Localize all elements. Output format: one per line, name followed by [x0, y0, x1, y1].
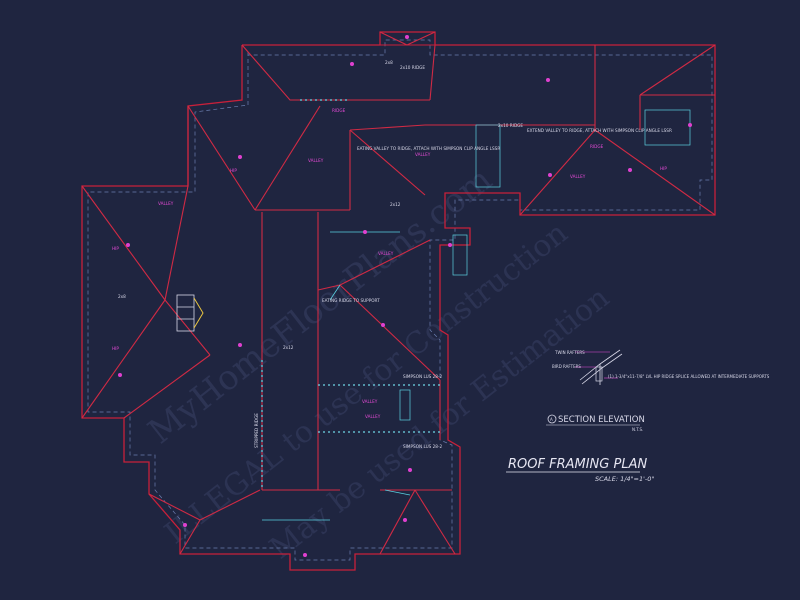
label-hip-4: HIP	[660, 166, 667, 171]
label-ridge-size-2: 2x10 RIDGE	[400, 65, 425, 70]
label-beam-1: 2x12	[283, 345, 294, 350]
label-valley-4: VALLEY	[362, 399, 378, 404]
plan-title: ROOF FRAMING PLAN	[508, 457, 647, 472]
section-scale: N.T.S.	[632, 427, 643, 432]
label-ridge-1: RIDGE	[332, 108, 346, 113]
label-valley-7: VALLEY	[158, 201, 174, 206]
section-note-1: TWIN RAFTERS	[554, 350, 585, 355]
label-ridge-2: RIDGE	[590, 144, 604, 149]
label-hip-1: HIP	[230, 168, 237, 173]
note-simpson-2: SIMPSON LUS 28-2	[403, 444, 442, 449]
label-beam-2: 2x12	[390, 202, 401, 207]
plan-scale: SCALE: 1/4"=1'-0"	[595, 475, 654, 483]
label-valley-2: VALLEY	[415, 152, 431, 157]
vent-boxes	[176, 109, 691, 421]
rafter-markers	[118, 35, 692, 557]
label-ridge-size-1: 2x10 RIDGE	[498, 123, 523, 128]
label-hip-3: HIP	[112, 346, 119, 351]
note-stripped-ridge: STRIPPED RIDGE	[254, 413, 259, 448]
label-rafter-1: 2x8	[118, 294, 126, 299]
label-rafter-2: 2x8	[385, 60, 393, 65]
watermark: MyHomeFloorPlans.com ILLEGAL to use for …	[141, 159, 616, 566]
label-valley-5: VALLEY	[365, 414, 381, 419]
section-tag: A	[550, 417, 553, 422]
note-eating-ridge: EATING RIDGE TO SUPPORT	[322, 298, 380, 303]
label-valley-1: VALLEY	[308, 158, 324, 163]
plan-title-block: ROOF FRAMING PLAN SCALE: 1/4"=1'-0"	[506, 457, 654, 483]
section-note-2: BIRD RAFTERS	[552, 364, 581, 369]
annotations: VALLEY VALLEY VALLEY VALLEY VALLEY VALLE…	[112, 60, 672, 449]
section-elevation-detail: TWIN RAFTERS BIRD RAFTERS (1) 1-3/4"x11-…	[546, 349, 770, 432]
note-extend-valley: EXTEND VALLEY TO RIDGE, ATTACH WITH SIMP…	[527, 128, 672, 133]
note-eating-valley: EATING VALLEY TO RIDGE, ATTACH WITH SIMP…	[357, 146, 500, 151]
roof-outline	[81, 31, 716, 571]
label-valley-6: VALLEY	[570, 174, 586, 179]
beam-lines	[261, 99, 440, 521]
note-simpson-1: SIMPSON LUS 28-2	[403, 374, 442, 379]
label-hip-2: HIP	[112, 246, 119, 251]
section-note-3: (1) 1-3/4"x11-7/8" LVL HIP RIDGE SPLICE …	[608, 374, 770, 379]
section-title: SECTION ELEVATION	[558, 415, 645, 425]
label-valley-3: VALLEY	[378, 251, 394, 256]
